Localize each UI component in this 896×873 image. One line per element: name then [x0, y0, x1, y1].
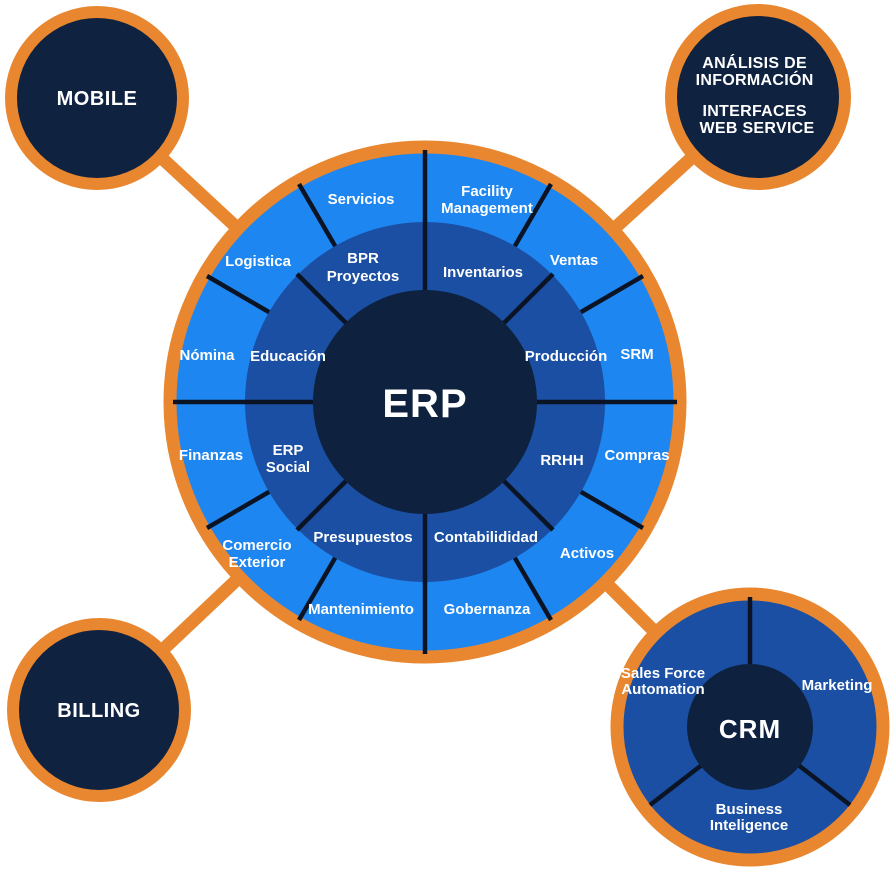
- segment-divider: [295, 272, 351, 328]
- crm-segment-marketing: Marketing: [802, 677, 873, 694]
- outer-segment-servicios: Servicios: [328, 191, 395, 208]
- outer-segment-srm: SRM: [620, 346, 653, 363]
- outer-segment-compras: Compras: [604, 447, 669, 464]
- inner-segment-contabilididad: Contabilididad: [434, 529, 538, 546]
- inner-ring-dividers: [244, 221, 606, 583]
- segment-divider: [499, 272, 555, 328]
- inner-segment-produccion: Producción: [525, 348, 608, 365]
- segment-divider: [205, 487, 276, 530]
- outer-segment-logistica: Logistica: [225, 253, 292, 270]
- inner-segment-presupuestos: Presupuestos: [313, 529, 412, 546]
- segment-divider: [297, 551, 340, 622]
- segment-divider: [499, 476, 555, 532]
- crm-core-circle: [687, 664, 813, 790]
- outer-segment-gobernanza: Gobernanza: [444, 601, 531, 618]
- inner-segment-inventarios: Inventarios: [443, 264, 523, 281]
- mobile-label: MOBILE: [57, 88, 138, 110]
- outer-ring-dividers: [173, 150, 677, 654]
- erp-core-label: ERP: [382, 382, 467, 426]
- segment-divider: [295, 476, 351, 532]
- segment-divider: [510, 182, 553, 253]
- analysis-circle: [665, 4, 851, 190]
- inner-segment-educacion: Educación: [250, 348, 326, 365]
- inner-segment-rrhh: RRHH: [540, 452, 583, 469]
- outer-segment-ventas: Ventas: [550, 252, 598, 269]
- segment-divider: [795, 762, 852, 807]
- outer-segment-activos: Activos: [560, 545, 614, 562]
- billing-label: BILLING: [57, 700, 141, 722]
- outer-segment-mantenimiento: Mantenimiento: [308, 601, 414, 618]
- crm-core-label: CRM: [719, 714, 781, 744]
- billing-circle: [7, 618, 191, 802]
- erp-core-circle: [313, 290, 537, 514]
- segment-divider: [510, 551, 553, 622]
- segment-divider: [205, 274, 276, 317]
- mobile-circle: [5, 6, 189, 190]
- segment-divider: [297, 182, 340, 253]
- outer-segment-finanzas: Finanzas: [179, 447, 243, 464]
- outer-segment-nomina: Nómina: [179, 347, 235, 364]
- analysis-label: ANÁLISIS DE INFORMACIÓN INTERFACES WEB S…: [696, 53, 819, 137]
- segment-divider: [648, 762, 705, 807]
- segment-divider: [574, 487, 645, 530]
- segment-divider: [574, 274, 645, 317]
- crm-dividers: [648, 597, 852, 807]
